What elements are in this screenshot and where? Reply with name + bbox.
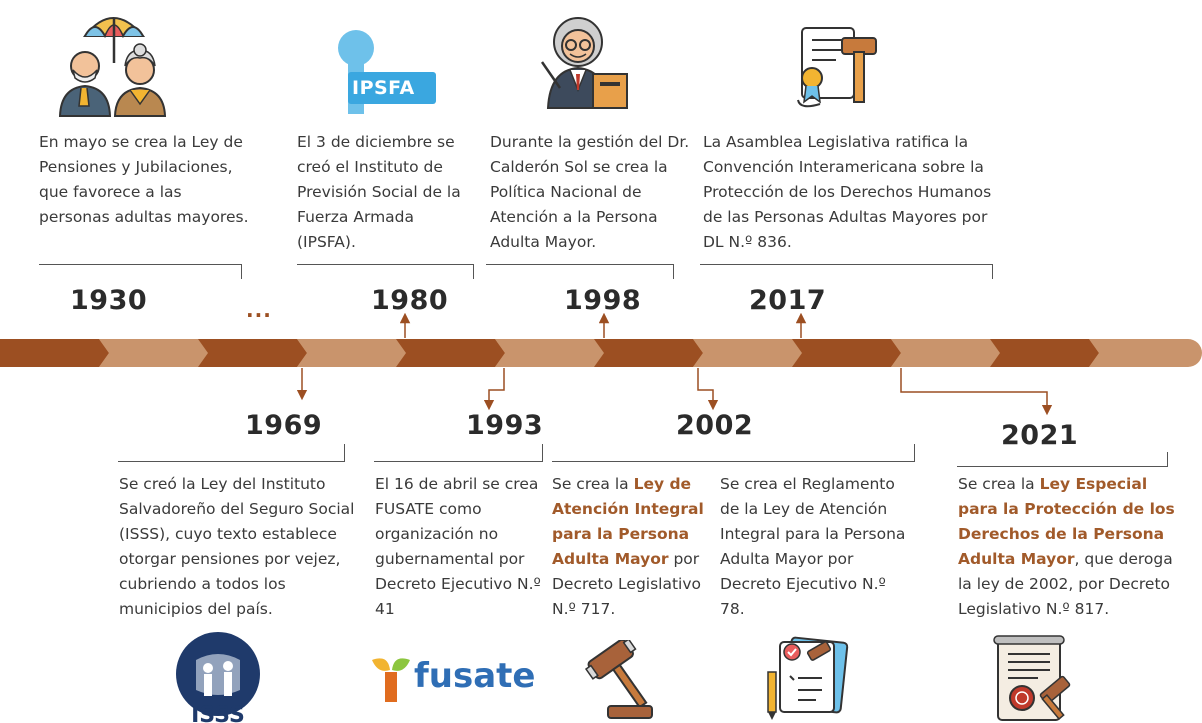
event-text-2002-post: por Decreto Legislativo N.º 717. [552,550,702,618]
bracket-1930 [39,264,242,279]
elderly-couple-umbrella-icon [58,17,167,117]
timeline-segment [990,339,1099,367]
bracket-1980 [297,264,474,279]
timeline-segment [1089,339,1198,367]
year-1969: 1969 [245,410,323,441]
isss-logo-icon: ISSS [176,632,260,723]
timeline-segment [297,339,406,367]
event-text-1993: El 16 de abril se crea FUSATE como organ… [375,475,541,618]
ipsfa-logo-label: IPSFA [352,77,415,99]
isss-logo-label: ISSS [191,703,245,723]
timeline-bar [0,339,1202,367]
arrow-1993 [483,368,505,411]
year-2017: 2017 [749,285,827,316]
event-text-2002: Se crea la Ley de Atención Integral para… [552,472,717,622]
document-gavel-icon [797,27,877,108]
event-text-2021: Se crea la Ley Especial para la Protecci… [958,472,1188,622]
timeline-segment [0,339,109,367]
timeline-end-cap [1188,339,1202,367]
bracket-2021 [957,452,1168,467]
year-1980: 1980 [371,285,449,316]
timeline-segment [198,339,307,367]
timeline-segment [594,339,703,367]
arrow-2021 [900,368,1053,416]
year-2021: 2021 [1001,420,1079,451]
bracket-2002 [552,444,915,462]
certificate-scroll-icon [993,635,1071,721]
ellipsis: ... [246,298,272,322]
event-text-1969: Se creó la Ley del Instituto Salvadoreño… [119,475,355,618]
elderly-man-desk-icon [540,17,628,109]
ipsfa-logo-icon: ISSS IPSFA [330,28,440,116]
event-text-2002-pre: Se crea la [552,475,634,493]
event-text-2021-pre: Se crea la [958,475,1040,493]
fusate-logo-icon: fusate [368,652,536,704]
event-text-1930: En mayo se crea la Ley de Pensiones y Ju… [39,133,249,226]
event-text-2021-highlight: Ley Especial para la Protección de los D… [958,475,1175,568]
timeline-segment [891,339,1000,367]
checklist-gavel-icon [767,636,849,720]
gavel-icon [584,640,653,719]
arrow-2002 [697,368,719,411]
year-1993: 1993 [466,410,544,441]
bracket-1993 [374,444,543,462]
fusate-leaf-mark [372,658,410,702]
bracket-1998 [486,264,674,279]
event-text-1980: El 3 de diciembre se creó el Instituto d… [297,133,461,251]
bracket-2017 [700,264,993,279]
year-2002: 2002 [676,410,754,441]
timeline-segment [495,339,604,367]
timeline-segment [99,339,208,367]
bracket-1969 [118,444,345,462]
event-text-2002-highlight: Ley de Atención Integral para la Persona… [552,475,704,568]
fusate-logo-label: fusate [414,656,536,696]
ipsfa-key-shape [338,30,436,114]
timeline-segment [693,339,802,367]
year-1930: 1930 [70,285,148,316]
timeline-segment [396,339,505,367]
year-1998: 1998 [564,285,642,316]
timeline-segment [792,339,901,367]
event-text-1998: Durante la gestión del Dr. Calderón Sol … [490,133,690,251]
event-text-2002-reglamento: Se crea el Reglamento de la Ley de Atenc… [720,475,906,618]
event-text-2017: La Asamblea Legislativa ratifica la Conv… [703,133,992,251]
event-text-2021-post: , que deroga la ley de 2002, por Decreto… [958,550,1173,618]
